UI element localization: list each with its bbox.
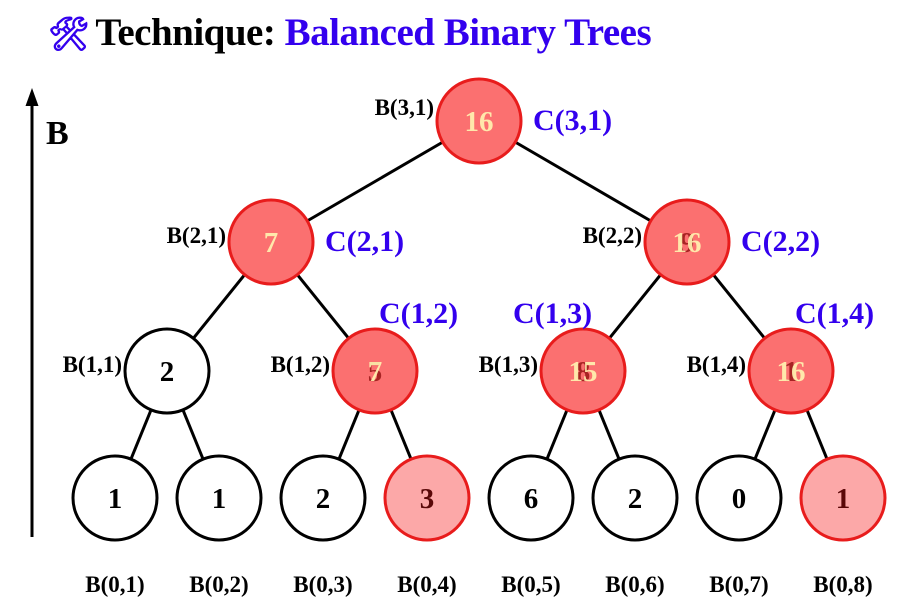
node-circle: [643, 198, 731, 286]
node-value: 1: [212, 483, 227, 515]
node-circle: [747, 327, 835, 415]
node-value: 2: [628, 483, 643, 515]
tree-edge: [608, 273, 662, 340]
b-axis: B: [25, 88, 69, 537]
b-label: B(2,1): [167, 223, 226, 248]
tree-edge: [545, 409, 569, 460]
tree-edge: [192, 273, 246, 340]
tree-node: 815 B(1,3) C(1,3): [479, 297, 627, 415]
b-label: B(0,6): [605, 572, 664, 597]
tree-node: 916 B(2,2) C(2,2): [583, 198, 820, 286]
tree-node: 116 B(1,4) C(1,4): [687, 297, 874, 415]
node-circle: [279, 454, 367, 542]
tree-node: 0B(0,7): [695, 454, 783, 597]
node-circle: [539, 327, 627, 415]
c-label: C(2,1): [325, 225, 404, 258]
node-circle: [175, 454, 263, 542]
b-label: B(0,2): [189, 572, 248, 597]
node-circle: [487, 454, 575, 542]
node-value: 1: [836, 483, 851, 515]
b-label: B(1,3): [479, 352, 538, 377]
tree-edge: [805, 409, 829, 460]
tree-edge: [712, 273, 766, 340]
b-label: B(0,4): [397, 572, 456, 597]
node-value: 16: [673, 227, 702, 259]
node-circle: [331, 327, 419, 415]
c-label: C(1,3): [513, 297, 592, 330]
b-label: B(0,3): [293, 572, 352, 597]
node-circle: [123, 327, 211, 415]
tree-edge: [296, 273, 350, 340]
tree-edge: [337, 409, 361, 460]
page-title: 🛠Technique: Balanced Binary Trees: [48, 8, 652, 58]
tree-edges: [129, 140, 829, 460]
tree-edge: [514, 140, 652, 223]
node-previous-value: 1: [784, 356, 799, 388]
node-value: 6: [524, 483, 539, 515]
tree-node: 1B(0,1): [71, 454, 159, 597]
tree-node: 7 B(2,1) C(2,1): [167, 198, 404, 286]
b-label: B(0,8): [813, 572, 872, 597]
tree-node: 2B(0,3): [279, 454, 367, 597]
b-axis-label: B: [46, 115, 69, 152]
tree-node: 1B(0,2): [175, 454, 263, 597]
b-label: B(0,5): [501, 572, 560, 597]
tree-node: 2B(0,6): [591, 454, 679, 597]
tree-edge: [129, 409, 153, 460]
b-label: B(1,2): [271, 352, 330, 377]
tree-node: 6B(0,5): [487, 454, 575, 597]
c-label: C(3,1): [533, 104, 612, 137]
node-circle: [591, 454, 679, 542]
tree-edge: [306, 140, 444, 223]
tree-node: 1B(0,8): [799, 454, 887, 597]
node-value: 15: [569, 356, 598, 388]
b-label: B(1,1): [63, 352, 122, 377]
node-previous-value: 5: [368, 356, 383, 388]
tree-edge: [597, 409, 621, 460]
tree-node: 2 B(1,1): [63, 327, 211, 415]
node-value: 7: [368, 356, 383, 388]
b-label: B(0,7): [709, 572, 768, 597]
tree-edge: [181, 409, 205, 460]
tree-node: 16 B(3,1) C(3,1): [375, 77, 612, 165]
b-label: B(1,4): [687, 352, 746, 377]
node-value: 16: [465, 106, 494, 138]
node-circle: [227, 198, 315, 286]
node-value: 7: [264, 227, 279, 259]
tree-edge: [753, 409, 777, 460]
tools-icon: 🛠: [48, 14, 90, 53]
tree-nodes: 1B(0,1)1B(0,2)2B(0,3)3B(0,4)6B(0,5)2B(0,…: [63, 77, 887, 597]
b-label: B(3,1): [375, 95, 434, 120]
tree-node: 57 B(1,2) C(1,2): [271, 297, 458, 415]
node-value: 2: [160, 356, 175, 388]
up-arrow-icon: [25, 88, 39, 106]
node-previous-value: 8: [576, 356, 591, 388]
node-circle: [435, 77, 523, 165]
title-topic: Balanced Binary Trees: [284, 11, 652, 54]
tree-edge: [389, 409, 413, 460]
node-value: 16: [777, 356, 806, 388]
c-label: C(2,2): [741, 225, 820, 258]
node-value: 2: [316, 483, 331, 515]
title-prefix: Technique:: [95, 11, 276, 54]
node-value: 1: [108, 483, 123, 515]
node-circle: [799, 454, 887, 542]
tree-node: 3B(0,4): [383, 454, 471, 597]
node-circle: [695, 454, 783, 542]
c-label: C(1,2): [379, 297, 458, 330]
node-previous-value: 9: [680, 227, 695, 259]
node-value: 3: [420, 483, 435, 515]
node-circle: [71, 454, 159, 542]
b-label: B(2,2): [583, 223, 642, 248]
node-value: 0: [732, 483, 747, 515]
b-label: B(0,1): [85, 572, 144, 597]
node-circle: [383, 454, 471, 542]
c-label: C(1,4): [795, 297, 874, 330]
